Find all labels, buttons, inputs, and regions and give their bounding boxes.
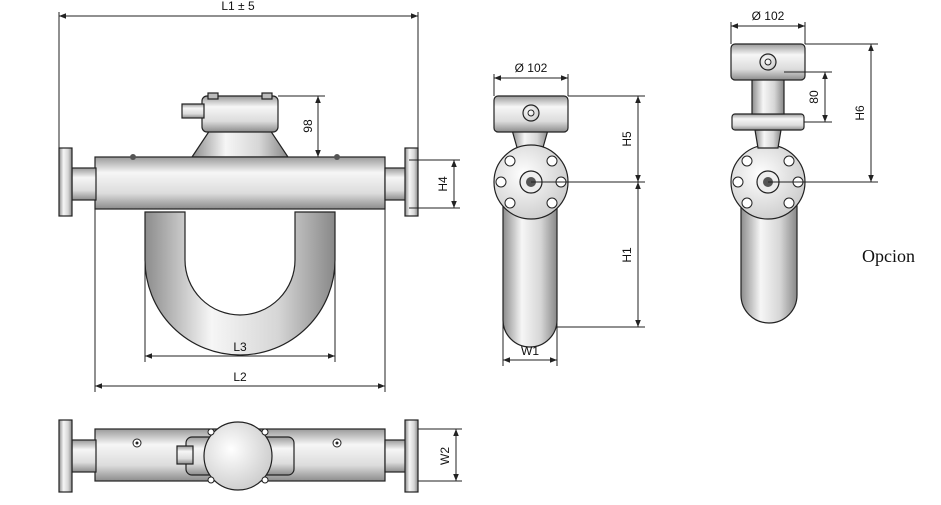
side-view: Ø 102 H5 H1 W1 [493,61,645,366]
main-body [94,156,386,210]
dim-h5: H5 [620,131,634,147]
flange-right [404,147,419,217]
housing-head [201,95,279,133]
dim-80: 80 [807,90,821,104]
dim-l1: L1 ± 5 [221,0,255,13]
flange-left [58,147,73,217]
u-tube [144,211,336,356]
dim-98: 98 [301,119,315,133]
top-view: W2 [58,419,462,493]
dim-h4: H4 [436,176,450,192]
dim-l3: L3 [233,340,247,354]
dim-w2: W2 [438,447,452,465]
dim-h6: H6 [853,105,867,121]
cable-gland [181,103,205,119]
dim-h1: H1 [620,247,634,263]
dim-d102-right: Ø 102 [752,9,785,23]
option-view: Ø 102 80 H6 [730,9,878,324]
front-view: L1 ± 5 98 H4 L3 L2 [58,0,460,392]
dim-w1: W1 [521,344,539,358]
housing-neck [190,129,290,158]
dim-d102-mid: Ø 102 [515,61,548,75]
option-note: Opcion [862,246,915,266]
housing-top [203,421,273,491]
dim-l2: L2 [233,370,247,384]
